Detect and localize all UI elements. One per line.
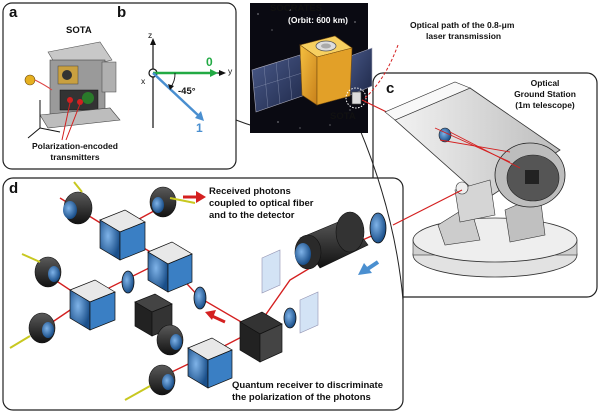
sota-device bbox=[24, 41, 121, 129]
received-line1: Received photons bbox=[209, 186, 291, 197]
sota-payload-icon bbox=[351, 91, 362, 105]
axis-x-label: x bbox=[141, 76, 146, 86]
panel-c-letter: c bbox=[386, 80, 395, 97]
station-line1: Optical bbox=[530, 78, 560, 88]
panel-a-letter: a bbox=[9, 4, 18, 21]
received-line2: coupled to optical fiber bbox=[209, 198, 314, 209]
cube-lower bbox=[187, 337, 233, 389]
arrow-incoming-light bbox=[358, 260, 380, 275]
waveplate-2 bbox=[193, 286, 207, 310]
detector-left bbox=[21, 253, 62, 288]
state-1-label: 1 bbox=[196, 121, 203, 135]
sota-highlight-circle bbox=[345, 87, 367, 109]
sota-axes bbox=[27, 100, 61, 139]
optical-path-line2: laser transmission bbox=[426, 31, 502, 41]
optical-path-line1: Optical path of the 0.8-μm bbox=[410, 20, 515, 30]
receiver-lens bbox=[369, 212, 387, 244]
satellite-orbit: (Orbit: 600 km) bbox=[288, 15, 348, 25]
cube-left bbox=[69, 279, 116, 331]
cube-middle-upper bbox=[147, 241, 193, 293]
sota-payload-label: SOTA bbox=[330, 111, 356, 122]
cube-top bbox=[99, 209, 146, 261]
mirror-1 bbox=[261, 249, 281, 294]
detector-bottom bbox=[124, 364, 176, 401]
polarization-axes bbox=[148, 38, 226, 128]
detector-top-left bbox=[63, 181, 93, 225]
angle-label: -45° bbox=[178, 86, 196, 97]
panel-ab-frame bbox=[2, 2, 237, 170]
sota-caption-line2: transmitters bbox=[50, 152, 100, 162]
waveplate-3 bbox=[283, 307, 297, 329]
optical-path-curve bbox=[364, 44, 399, 99]
state-1-vector bbox=[152, 72, 201, 118]
detector-top-right bbox=[149, 186, 196, 218]
connector-to-panel-d bbox=[354, 117, 404, 301]
received-line3: and to the detector bbox=[209, 210, 295, 221]
receiver-barrel bbox=[294, 211, 369, 270]
waveplate-1 bbox=[121, 270, 135, 294]
detector-lower-left bbox=[9, 312, 56, 349]
arrow-internal bbox=[205, 310, 226, 324]
arrow-received-photons bbox=[183, 191, 206, 203]
axis-y-label: y bbox=[228, 66, 233, 76]
quantum-receiver-line2: the polarization of the photons bbox=[232, 392, 371, 403]
satellite-name: SOCRATES bbox=[270, 3, 323, 14]
detector-housings bbox=[9, 181, 196, 401]
telescope-beams bbox=[434, 127, 521, 169]
station-line2: Ground Station bbox=[514, 89, 576, 99]
waveplates bbox=[121, 212, 387, 329]
quantum-receiver-line1: Quantum receiver to discriminate bbox=[232, 380, 383, 391]
detector-center bbox=[156, 324, 184, 356]
station-line3: (1m telescope) bbox=[515, 100, 575, 110]
mirror-2 bbox=[299, 291, 319, 334]
telescope bbox=[384, 81, 578, 278]
sota-caption-line1: Polarization-encoded bbox=[32, 141, 118, 151]
panel-b-letter: b bbox=[117, 4, 127, 21]
axis-z-label: z bbox=[148, 30, 153, 40]
laser-beam-to-receiver bbox=[392, 189, 463, 226]
flow-arrows bbox=[183, 191, 380, 324]
sota-title: SOTA bbox=[66, 25, 92, 36]
mirrors bbox=[261, 249, 319, 334]
panel-d-letter: d bbox=[9, 180, 19, 197]
socrates-satellite bbox=[251, 35, 373, 113]
state-0-label: 0 bbox=[206, 55, 213, 69]
cube-center bbox=[239, 311, 283, 363]
caption-pointers bbox=[61, 102, 81, 141]
satellite-side bbox=[316, 47, 353, 106]
